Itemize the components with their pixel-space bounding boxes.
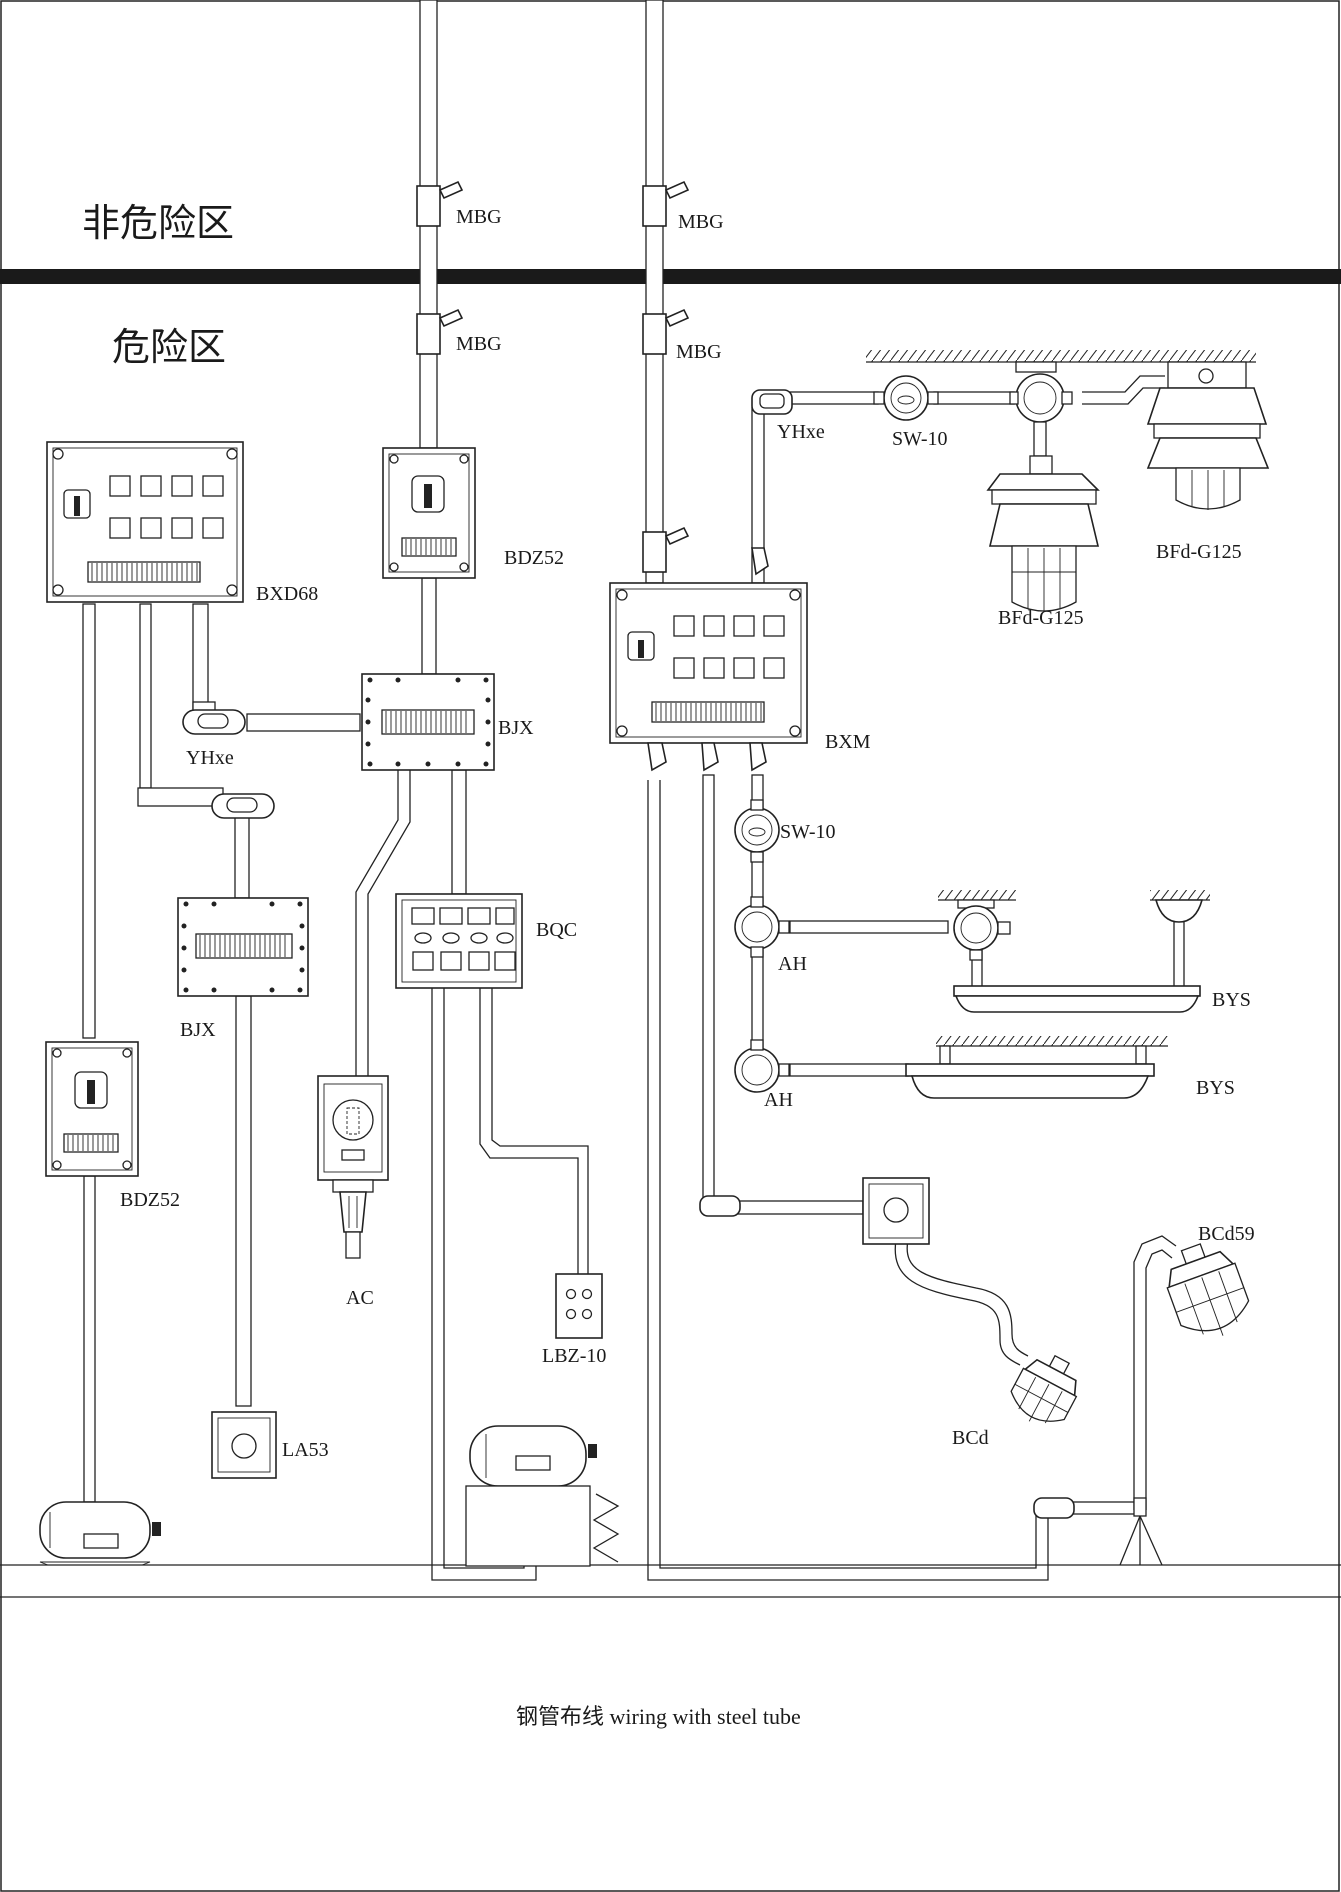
sw10-top-switch <box>873 375 939 421</box>
bcd-lamp <box>1010 1354 1078 1424</box>
bdz52-top-label: BDZ52 <box>504 547 564 569</box>
la53-label: LA53 <box>282 1439 329 1461</box>
motor-left <box>39 1501 161 1566</box>
bjx-top-junction-box <box>361 673 495 771</box>
bxd68-distribution-box <box>46 441 244 603</box>
bxd68-label: BXD68 <box>256 583 318 605</box>
mbg-label-2: MBG <box>456 333 502 355</box>
bjx-top-label: BJX <box>498 717 534 739</box>
ah-label-1: AH <box>778 953 807 975</box>
sw10-mid-label: SW-10 <box>780 821 836 843</box>
non-hazardous-zone-title: 非危险区 <box>82 201 234 245</box>
bcd-junction-box <box>862 1177 930 1245</box>
bxm-label: BXM <box>825 731 871 753</box>
bdz52-left-label: BDZ52 <box>120 1189 180 1211</box>
mbg-label-1: MBG <box>456 206 502 228</box>
bys-label-1: BYS <box>1212 989 1251 1011</box>
ceiling-bys-2 <box>936 1036 1168 1047</box>
lbz10-label: LBZ-10 <box>542 1345 606 1367</box>
ceiling-top <box>866 350 1256 363</box>
bys-1-pendant-cup <box>1154 899 1204 923</box>
bys-1-fixture <box>953 985 1201 1013</box>
ah-box-2 <box>734 1039 790 1093</box>
ah-box-1 <box>734 896 790 958</box>
bfd-g125-left-label: BFd-G125 <box>998 607 1084 629</box>
diagram-caption: 钢管布线 wiring with steel tube <box>516 1704 801 1729</box>
mbg-fitting-4 <box>642 308 690 355</box>
bdz52-top-breaker <box>382 447 476 579</box>
ah-ceiling-box-mid <box>953 899 1011 961</box>
bxm-distribution-box <box>609 582 808 772</box>
sw10-top-label: SW-10 <box>892 428 948 450</box>
yhxe-pole-fitting <box>1033 1497 1075 1519</box>
ah-label-2: AH <box>764 1089 793 1111</box>
bqc-starter <box>395 893 523 989</box>
bcd59-lamp <box>1166 1243 1250 1336</box>
bfd-g125-right-lamp <box>1146 361 1270 510</box>
bys-2-fixture <box>905 1045 1155 1099</box>
ac-plug-socket <box>317 1075 389 1259</box>
yhxe-top-label: YHxe <box>777 421 825 443</box>
bqc-label: BQC <box>536 919 577 941</box>
mbg-label-3: MBG <box>678 211 724 233</box>
yhxe-mid-fitting <box>211 793 275 819</box>
yhxe-left-fitting <box>182 709 246 735</box>
mbg-label-4: MBG <box>676 341 722 363</box>
bdz52-left-breaker <box>45 1041 139 1177</box>
motor-center <box>465 1425 620 1567</box>
la53-push-button-box <box>211 1411 277 1479</box>
bfd-g125-right-label: BFd-G125 <box>1156 541 1242 563</box>
yhxe-left-label: YHxe <box>186 747 234 769</box>
bcd-label: BCd <box>952 1427 989 1449</box>
sw10-mid-switch <box>734 799 780 863</box>
ceiling-mid <box>938 890 1210 901</box>
conduits <box>82 0 1185 1581</box>
bjx-left-label: BJX <box>180 1019 216 1041</box>
yhxe-bcd-fitting <box>699 1195 741 1217</box>
mbg-fitting-3 <box>642 180 690 227</box>
bfd-g125-left-lamp <box>986 455 1100 612</box>
bjx-left-junction-box <box>177 897 309 997</box>
hazardous-zone-title: 危险区 <box>112 325 226 369</box>
mbg-fitting-1 <box>416 180 464 227</box>
bys-label-2: BYS <box>1196 1077 1235 1099</box>
ah-ceiling-box-top <box>1009 361 1073 457</box>
yhxe-top-fitting <box>751 389 793 576</box>
ac-label: AC <box>346 1287 374 1309</box>
zone-divider-bar <box>0 269 1341 284</box>
mbg-fitting-5 <box>642 526 690 573</box>
bcd59-pole <box>1119 1497 1163 1566</box>
lbz10-control-station <box>555 1273 603 1339</box>
mbg-fitting-2 <box>416 308 464 355</box>
bcd59-label: BCd59 <box>1198 1223 1255 1245</box>
